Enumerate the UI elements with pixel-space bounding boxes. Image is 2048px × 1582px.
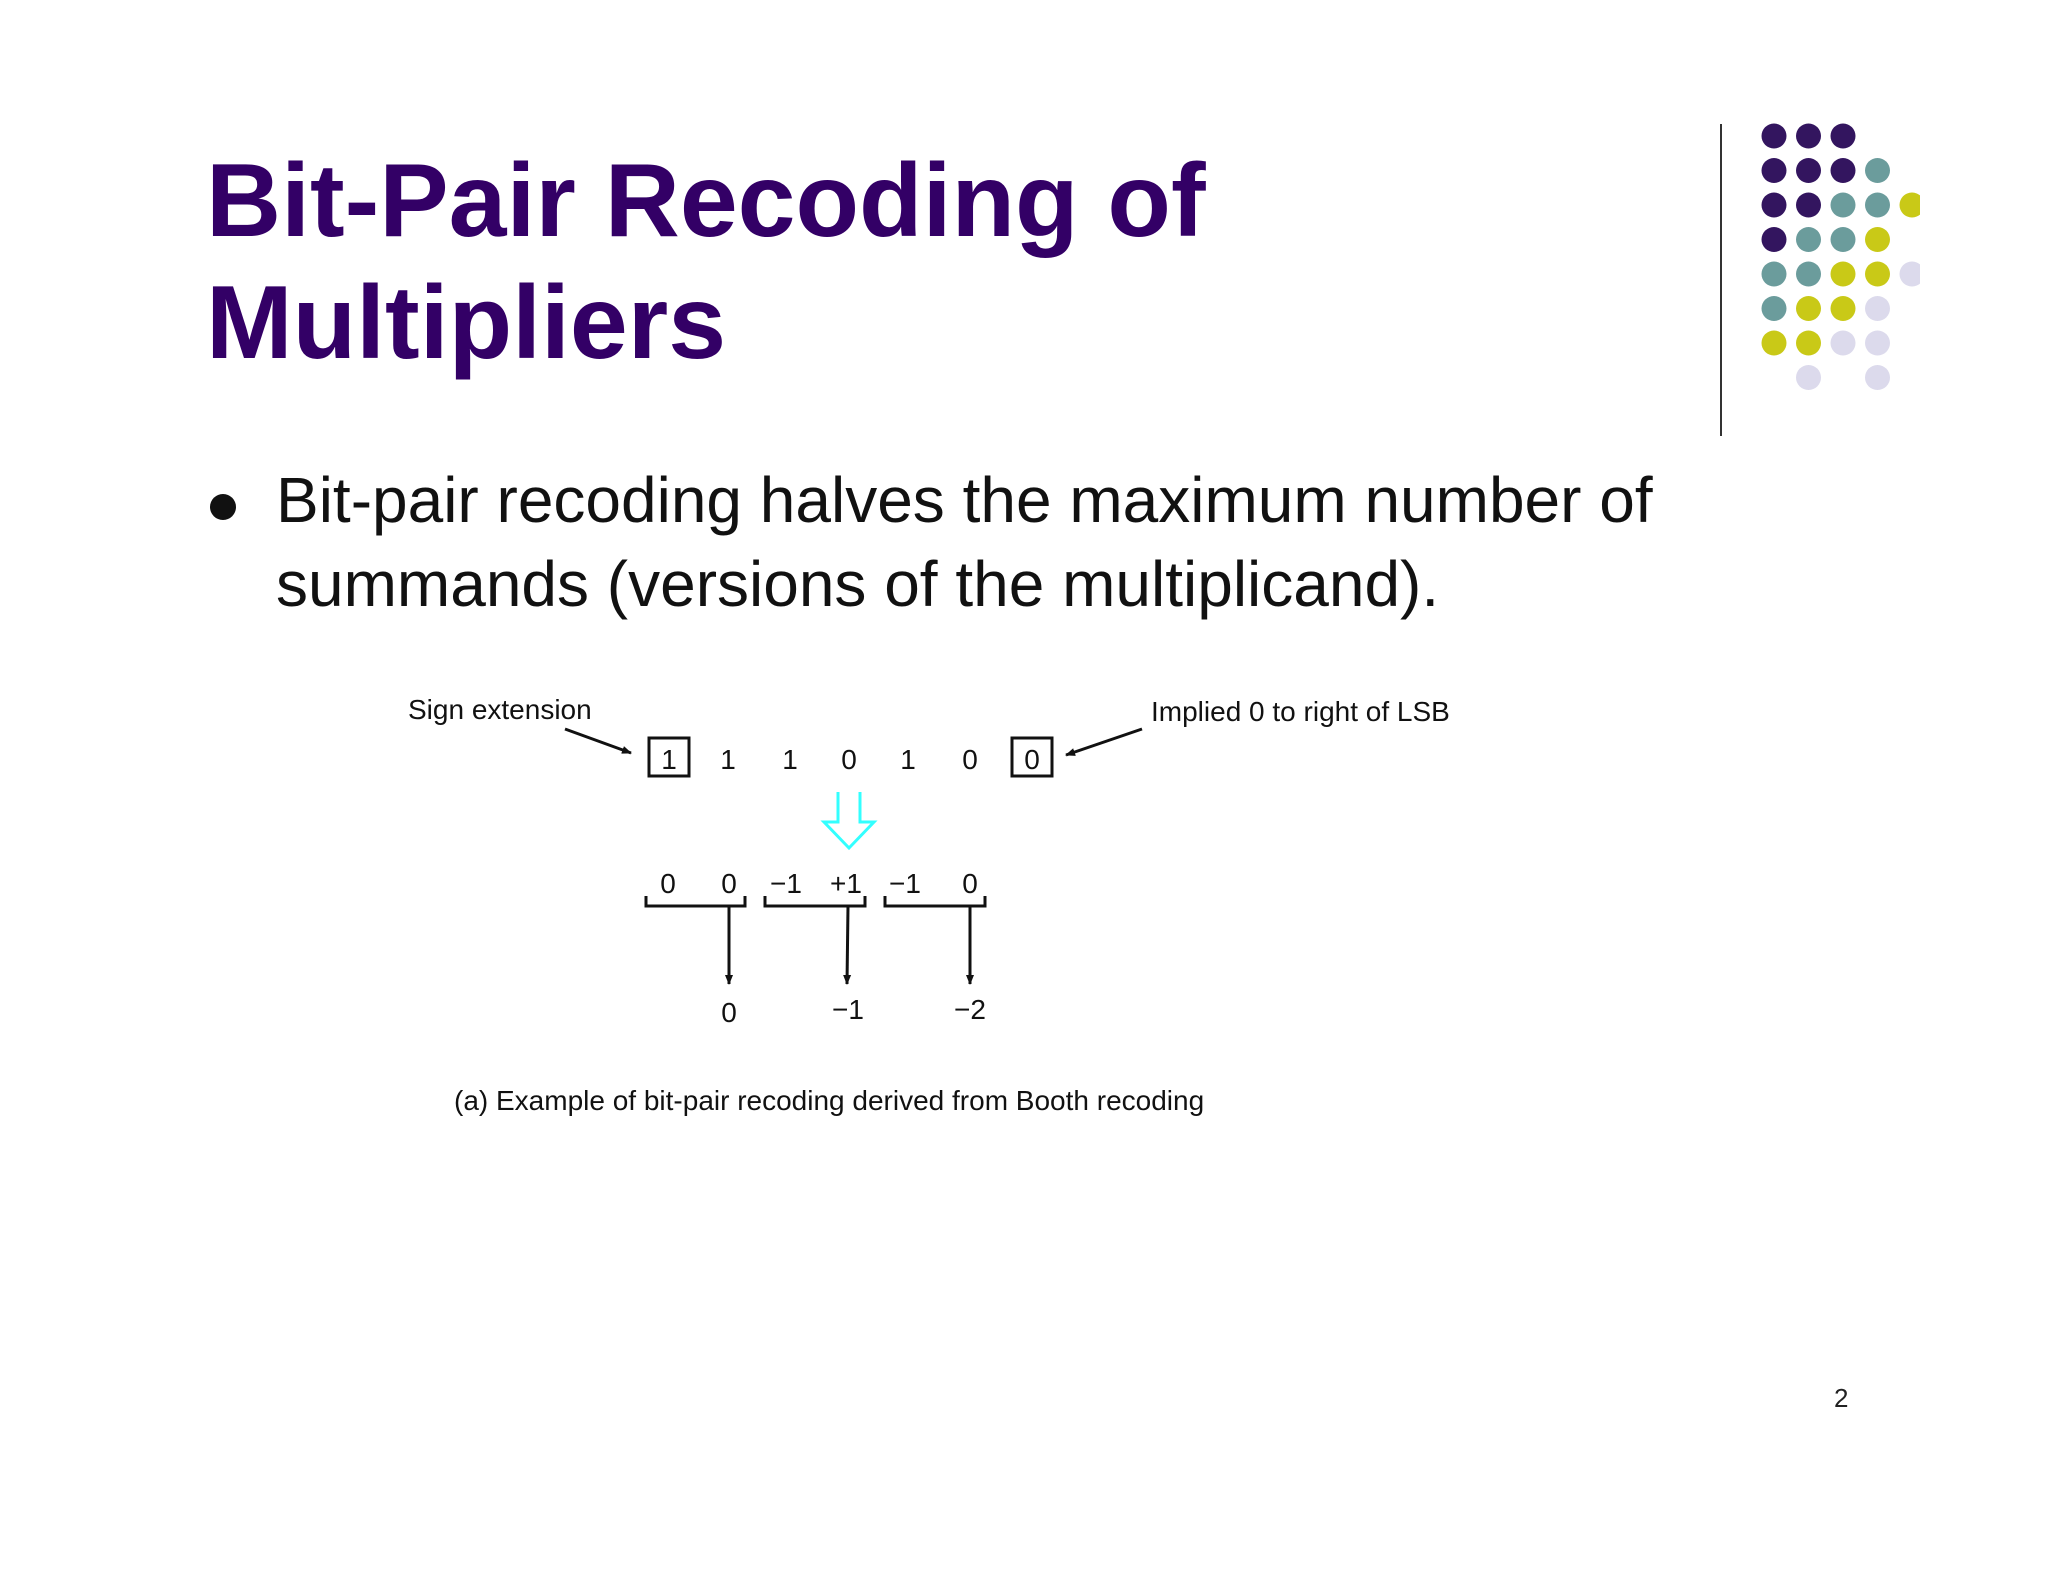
decorative-dot [1796, 365, 1821, 390]
decorative-dot [1761, 330, 1787, 356]
slide-title: Bit-Pair Recoding of Multipliers [206, 140, 1206, 384]
decorative-dot [1865, 158, 1890, 183]
pair-bracket [644, 896, 747, 908]
pair-bracket [763, 896, 867, 908]
decorative-dot [1761, 158, 1787, 183]
bit-pair-digit: 0 [721, 997, 737, 1028]
title-line-2: Multipliers [206, 265, 727, 381]
decorative-dot [1830, 192, 1856, 218]
bullet-line-2: summands (versions of the multiplicand). [276, 548, 1440, 620]
decorative-dot [1830, 330, 1856, 356]
title-divider-line [1720, 124, 1722, 436]
decorative-dot [1830, 261, 1856, 287]
multiplier-bit: 1 [720, 744, 736, 775]
decorative-dot [1796, 296, 1821, 321]
bit-pair-digit: −1 [832, 994, 864, 1025]
decorative-dot [1865, 192, 1890, 218]
booth-digit: +1 [830, 868, 862, 899]
bullet-line-1: Bit-pair recoding halves the maximum num… [276, 464, 1653, 536]
decorative-dot [1761, 227, 1787, 252]
decorative-dot [1865, 330, 1890, 356]
implied-zero-box [1010, 736, 1054, 778]
booth-digit: −1 [889, 868, 921, 899]
decorative-dot [1899, 261, 1920, 287]
decorative-dot [1796, 123, 1821, 149]
decorative-dot [1830, 296, 1856, 321]
booth-digit: 0 [962, 868, 978, 899]
decorative-dot [1830, 158, 1856, 183]
decorative-dot [1796, 192, 1821, 218]
booth-digit: 0 [721, 868, 737, 899]
diagram-caption: (a) Example of bit-pair recoding derived… [454, 1085, 1204, 1116]
multiplier-bit: 1 [900, 744, 916, 775]
decorative-dot [1796, 227, 1821, 252]
decorative-dot [1761, 296, 1787, 321]
title-line-1: Bit-Pair Recoding of [206, 143, 1206, 259]
sign-extension-box [647, 736, 691, 778]
recode-arrow [843, 905, 852, 985]
decorative-dot [1865, 261, 1890, 287]
multiplier-bit: 0 [962, 744, 978, 775]
sign-extension-arrow [564, 727, 632, 755]
decorative-dot [1899, 192, 1920, 218]
decorative-dot [1796, 158, 1821, 183]
booth-digit: −1 [770, 868, 802, 899]
booth-digit: 0 [660, 868, 676, 899]
decorative-dot [1796, 330, 1821, 356]
implied-zero-label: Implied 0 to right of LSB [1151, 696, 1450, 727]
implied-zero-arrow [1065, 727, 1143, 757]
multiplier-bit: 1 [661, 744, 677, 775]
decorative-dot-grid [1761, 123, 1920, 390]
sign-extension-label: Sign extension [408, 694, 592, 725]
decorative-dot [1761, 192, 1787, 218]
multiplier-bit: 0 [1024, 744, 1040, 775]
decorative-dot [1761, 123, 1787, 149]
pair-bracket [883, 896, 987, 908]
decorative-dot [1761, 261, 1787, 287]
page-number: 2 [1834, 1383, 1849, 1413]
bit-pair-digit: −2 [954, 994, 986, 1025]
decorative-dot [1830, 123, 1856, 149]
bullet-marker [210, 494, 236, 520]
decorative-dot [1830, 227, 1856, 252]
multiplier-bit: 1 [782, 744, 798, 775]
down-arrow-icon [820, 792, 878, 851]
multiplier-bit: 0 [841, 744, 857, 775]
bullet-text: Bit-pair recoding halves the maximum num… [276, 458, 1653, 626]
decorative-dot [1865, 365, 1890, 390]
decorative-dot [1865, 227, 1890, 252]
decorative-dot [1865, 296, 1890, 321]
decorative-dot [1796, 261, 1821, 287]
